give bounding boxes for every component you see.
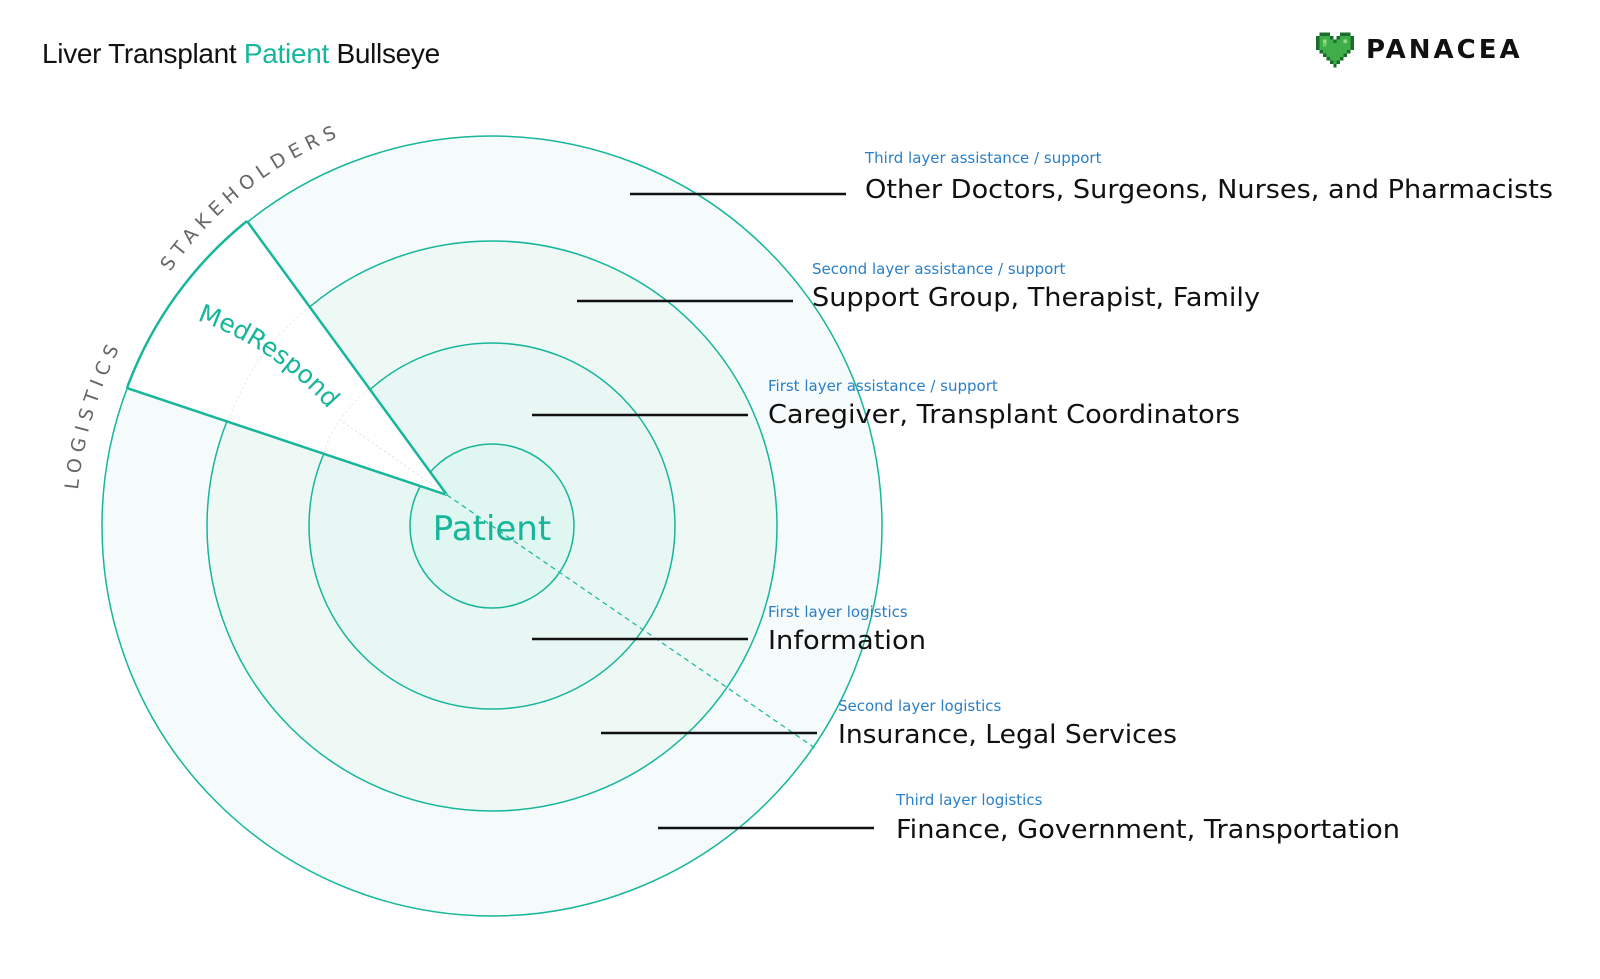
layer-label: Other Doctors, Surgeons, Nurses, and Pha… bbox=[865, 175, 1553, 205]
layer-caption: Third layer logistics bbox=[895, 791, 1043, 809]
layer-caption: Third layer assistance / support bbox=[864, 149, 1102, 167]
page-title: Liver Transplant Patient Bullseye bbox=[42, 38, 440, 70]
brand-logo: PANACEA bbox=[1316, 30, 1523, 70]
layer-label: Finance, Government, Transportation bbox=[896, 815, 1400, 845]
layer-caption: First layer logistics bbox=[768, 603, 908, 621]
title-suffix: Bullseye bbox=[328, 38, 440, 69]
layer-label: Information bbox=[768, 626, 926, 656]
layer-caption: Second layer assistance / support bbox=[812, 260, 1066, 278]
wedge-inner-guide-2 bbox=[227, 306, 311, 424]
divider-dashed-line bbox=[446, 494, 816, 749]
layer-caption: First layer assistance / support bbox=[768, 377, 998, 395]
wedge-inner-guide-1 bbox=[322, 389, 369, 456]
center-label: Patient bbox=[433, 509, 551, 549]
title-prefix: Liver Transplant bbox=[42, 38, 244, 69]
layer-caption: Second layer logistics bbox=[838, 697, 1002, 715]
wedge-outer-arc bbox=[125, 220, 248, 389]
brand-name: PANACEA bbox=[1366, 35, 1523, 65]
wedge-dotted-guide bbox=[339, 419, 448, 496]
layer-label: Support Group, Therapist, Family bbox=[812, 283, 1260, 313]
wedge-edge-bottom bbox=[126, 386, 448, 497]
pixel-heart-icon bbox=[1316, 32, 1354, 68]
title-accent: Patient bbox=[243, 38, 329, 69]
layer-label: Caregiver, Transplant Coordinators bbox=[768, 400, 1240, 430]
wedge-edge-top bbox=[245, 220, 449, 496]
layer-label: Insurance, Legal Services bbox=[838, 720, 1177, 750]
medrespond-wedge bbox=[127, 221, 447, 495]
